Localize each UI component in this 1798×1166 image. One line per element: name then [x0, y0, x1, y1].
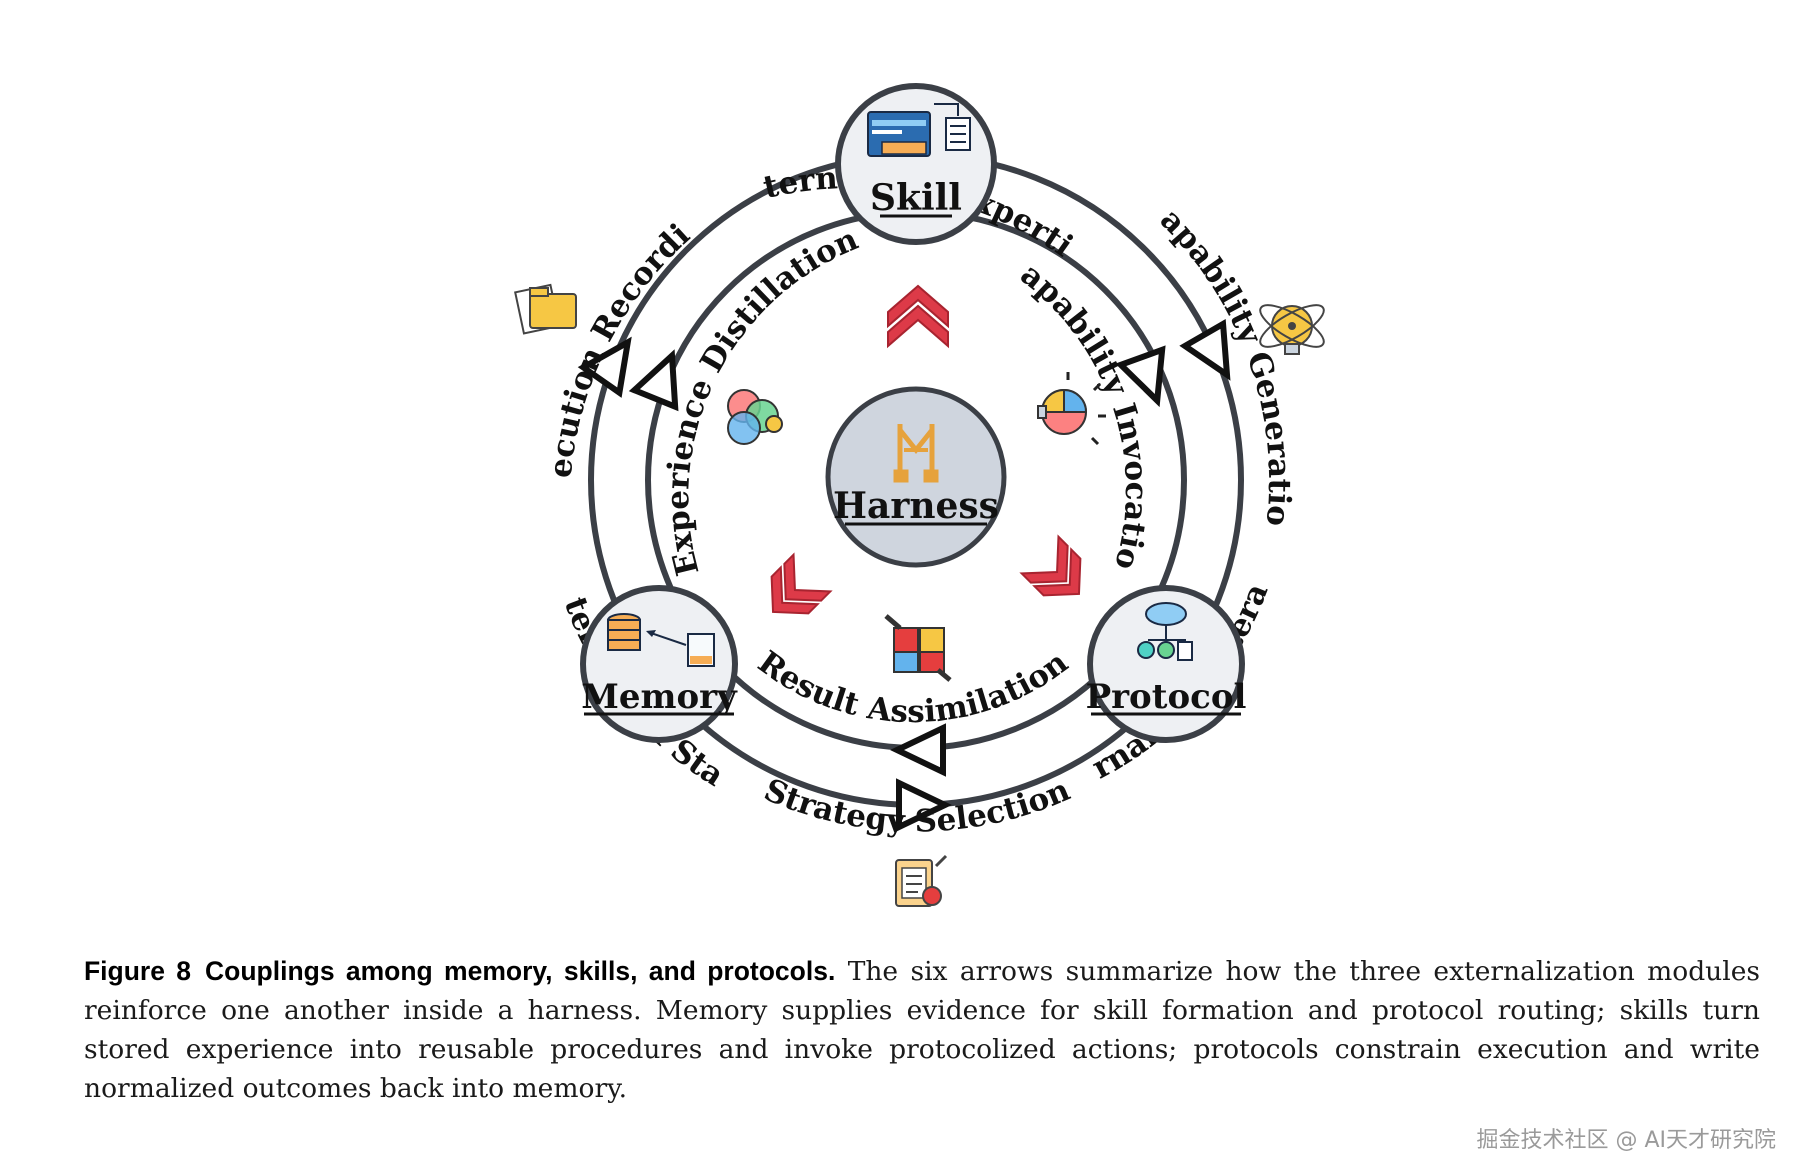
arrow-capability-invocation: [1115, 345, 1166, 408]
ring-arrows: [577, 318, 1231, 832]
label-execution-recording: Execution Recording: [0, 0, 697, 479]
memory-label: Memory: [581, 677, 738, 717]
arrow-execution-recording: [577, 336, 632, 398]
protocol-node: Protocol: [1086, 585, 1247, 743]
skill-node: Skill: [835, 83, 997, 245]
coupling-diagram: Externalized Expertise Execution Recordi…: [0, 0, 1325, 907]
harness-label: Harness: [833, 485, 999, 527]
figure-number: Figure 8: [84, 956, 192, 986]
puzzle-hands-icon: [884, 614, 952, 682]
chevron-up: [887, 284, 949, 349]
arrow-experience-distillation: [628, 349, 679, 412]
arrow-result-assimilation: [890, 723, 946, 777]
figure-title: Couplings among memory, skills, and prot…: [205, 956, 836, 986]
memory-node: Memory: [580, 585, 738, 743]
skill-label: Skill: [870, 177, 962, 219]
cloud-network-icon: [1137, 602, 1193, 661]
arrow-capability-generation: [1179, 318, 1231, 381]
harness-node: Harness: [825, 386, 1007, 568]
figure-body: The six arrows summarize how the three e…: [84, 956, 1761, 1104]
lightbulb-atom-icon: [1259, 304, 1325, 355]
checklist-icon: [895, 854, 948, 907]
puzzle-bulb-icon: [1037, 372, 1106, 446]
chevron-lower-right: [1019, 534, 1082, 597]
harness-icon: [893, 424, 939, 483]
inner-chevrons: [770, 284, 1082, 615]
database-log-icon: [607, 613, 715, 667]
code-window-icon: [867, 103, 971, 157]
figure-caption: Figure 8 Couplings among memory, skills, …: [84, 952, 1760, 1108]
venn-icon: [727, 389, 783, 445]
watermark: 掘金技术社区 @ AI天才研究院: [1476, 1128, 1776, 1153]
svg-text:Execution Recording: Execution Recording: [0, 0, 697, 479]
folder-icon: [514, 283, 577, 335]
chevron-lower-left: [770, 552, 833, 615]
protocol-label: Protocol: [1086, 677, 1247, 717]
arrow-strategy-selection: [896, 778, 952, 832]
